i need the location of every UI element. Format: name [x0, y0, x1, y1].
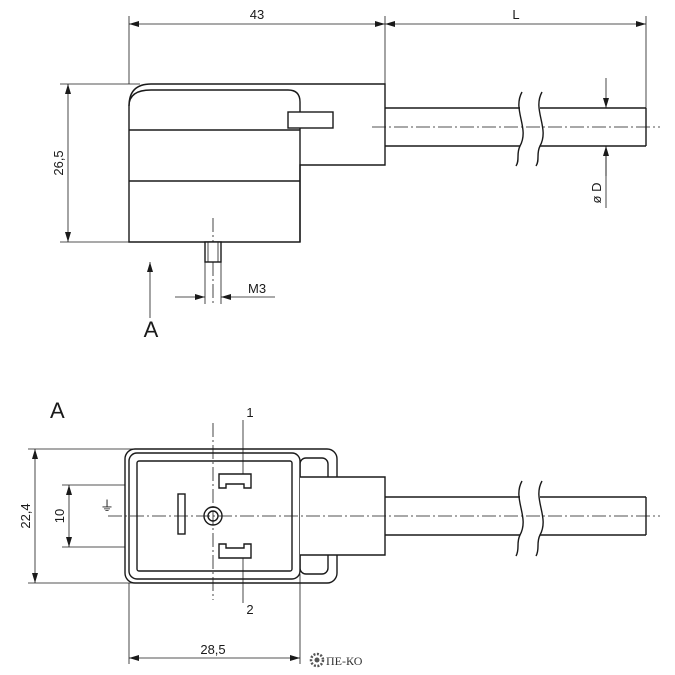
- dim-width-43: 43: [128, 7, 386, 84]
- dim-height-26-5: 26,5: [51, 83, 140, 243]
- pin-1: 1: [218, 405, 254, 489]
- dim-width-28-5: 28,5: [128, 574, 301, 664]
- dim-height-22-4: 22,4: [18, 448, 140, 584]
- dim-length-label: L: [512, 7, 519, 22]
- cable-bottom: [108, 480, 660, 557]
- screw-m3: M3: [175, 218, 275, 304]
- view-a: A 22,4 10: [18, 398, 660, 668]
- pin-2: 2: [218, 543, 254, 617]
- ground-icon: ⏚: [100, 498, 114, 514]
- dim-pin-spacing-label: 10: [52, 509, 67, 523]
- dim-height-label: 26,5: [51, 150, 66, 175]
- center-screw-hole: [203, 506, 223, 526]
- gear-logo-icon: [309, 652, 325, 668]
- dim-thread-label: M3: [248, 281, 266, 296]
- ground-contact: ⏚: [100, 493, 186, 535]
- dim-width-bottom-label: 28,5: [200, 642, 225, 657]
- dim-length-l: L: [385, 7, 647, 108]
- logo-text: ПЕ-КО: [326, 654, 363, 668]
- cable-side: [372, 91, 660, 167]
- pin-1-label: 1: [246, 405, 253, 420]
- view-a-label: A: [50, 398, 65, 423]
- view-arrow-label: A: [144, 317, 159, 342]
- side-view: 43 L 26,5: [51, 7, 660, 342]
- view-arrow-a: A: [144, 262, 159, 342]
- pin-2-label: 2: [246, 602, 253, 617]
- dim-width-label: 43: [250, 7, 264, 22]
- company-logo: ПЕ-КО: [309, 652, 363, 668]
- dim-diameter: ø D: [589, 78, 609, 208]
- dim-height-bottom-label: 22,4: [18, 503, 33, 528]
- dim-diameter-label: ø D: [589, 183, 604, 204]
- connector-housing-side: [128, 83, 386, 243]
